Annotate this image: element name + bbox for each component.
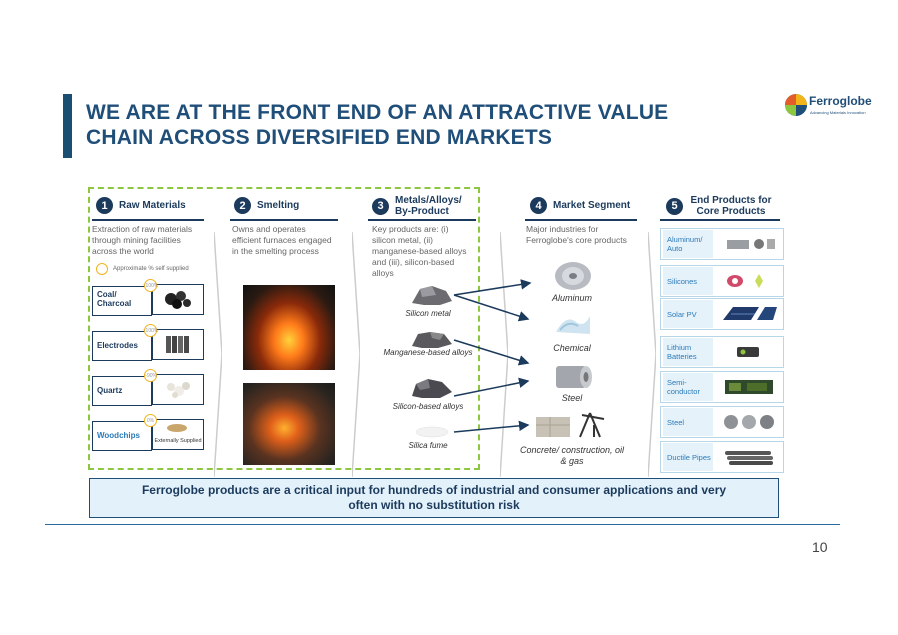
chevron-divider-icon (648, 232, 656, 477)
footer-divider (45, 524, 840, 525)
pct-badge: ~90% (144, 369, 157, 382)
flow-arrows (453, 279, 532, 433)
pct-badge: 0% (144, 414, 157, 427)
ferroglobe-logo: Ferroglobe Advancing Materials Innovatio… (784, 91, 884, 121)
column-description: Extraction of raw materials through mini… (92, 224, 193, 256)
chevron-divider-icon (352, 232, 360, 477)
raw-material-label: Quartz (97, 386, 123, 395)
logo-brand: Ferroglobe (809, 94, 872, 108)
column-header-1: 1 Raw Materials (96, 197, 186, 214)
auto-parts-image (727, 239, 775, 249)
step-number: 4 (530, 197, 547, 214)
step-number: 5 (666, 197, 683, 215)
segment-label: Steel (561, 393, 583, 403)
steel-coil-image (556, 366, 592, 388)
page-title: WE ARE AT THE FRONT END OF AN ATTRACTIVE… (86, 101, 669, 149)
end-product-row: Semi-conductor (660, 371, 784, 403)
coal-image (152, 284, 204, 315)
externally-supplied-note: Externally Supplied (154, 438, 202, 444)
end-product-row: Aluminum/ Auto (660, 228, 784, 260)
self-supplied-legend-icon (96, 263, 108, 275)
quartz-image (152, 374, 204, 405)
raw-material-label: Coal/ Charcoal (97, 290, 132, 308)
column-underline (230, 219, 338, 221)
ductile-pipes-image (725, 451, 773, 465)
logo-tagline: Advancing Materials Innovation (810, 110, 866, 115)
column-header-3: 3 Metals/Alloys/ By-Product (372, 195, 475, 217)
end-product-label: Aluminum/ Auto (663, 230, 713, 258)
end-product-label: Steel (663, 408, 713, 436)
pct-badge: ~100% (143, 279, 158, 292)
end-product-label: Solar PV (663, 300, 713, 328)
product-label: Manganese-based alloys (383, 348, 473, 357)
chemical-image (556, 316, 590, 334)
aluminum-coil-image (555, 262, 591, 290)
solar-panel-image (723, 307, 777, 320)
column-header-5: 5 End Products for Core Products (666, 195, 773, 217)
furnace-image (243, 285, 335, 370)
silica-fume-image (415, 426, 449, 438)
manganese-alloys-image (412, 332, 452, 348)
electrodes-image (152, 329, 204, 360)
semiconductor-image (725, 380, 773, 394)
column-description: Key products are: (i) silicon metal, (ii… (372, 224, 467, 278)
raw-material-woodchips: Woodchips (92, 421, 152, 451)
column-header-2: 2 Smelting (234, 197, 299, 214)
column-description: Major industries for Ferroglobe's core p… (526, 224, 627, 245)
end-product-row: Solar PV (660, 298, 784, 330)
chevron-divider-icon (214, 232, 222, 477)
end-product-row: Ductile Pipes (660, 441, 784, 473)
column-description: Owns and operates efficient furnaces eng… (232, 224, 332, 256)
end-product-row: Steel (660, 406, 784, 438)
step-number: 1 (96, 197, 113, 214)
silicones-image (727, 274, 763, 288)
lithium-battery-image (737, 347, 759, 357)
end-product-label: Ductile Pipes (663, 443, 713, 471)
segment-label: Concrete/ construction, oil & gas (519, 445, 625, 466)
product-label: Silicon-based alloys (392, 402, 464, 411)
silicon-alloys-image (412, 379, 452, 398)
raw-material-coal: Coal/ Charcoal (92, 286, 152, 316)
column-header-4: 4 Market Segment (530, 197, 630, 214)
step-number: 3 (372, 197, 389, 215)
column-label: Raw Materials (119, 200, 186, 211)
concrete-oil-image (536, 412, 605, 438)
segment-label: Chemical (553, 343, 591, 353)
steel-products-image (724, 415, 774, 429)
end-product-row: Lithium Batteries (660, 336, 784, 368)
column-underline (660, 219, 780, 221)
product-label: Silica fume (408, 441, 448, 450)
in-scope-dashed-box (88, 187, 480, 470)
woodchips-image: Externally Supplied (152, 419, 204, 450)
column-label: Smelting (257, 200, 300, 211)
pct-badge: ~100% (143, 324, 158, 337)
column-label: End Products for Core Products (690, 195, 772, 217)
raw-material-label: Woodchips (97, 431, 140, 440)
column-underline (368, 219, 476, 221)
chevron-divider-icon (500, 232, 508, 477)
globe-logo-icon (785, 94, 807, 116)
silicon-metal-image (412, 286, 452, 305)
raw-material-label: Electrodes (97, 341, 138, 350)
step-number: 2 (234, 197, 251, 214)
end-product-label: Silicones (663, 267, 713, 295)
column-label: Metals/Alloys/ By-Product (395, 195, 462, 217)
end-product-row: Silicones (660, 265, 784, 297)
end-product-label: Semi-conductor (663, 373, 713, 401)
molten-metal-image (243, 383, 335, 465)
segment-label: Aluminum (551, 293, 592, 303)
raw-material-quartz: Quartz (92, 376, 152, 406)
column-label: Market Segment (553, 200, 631, 211)
column-underline (525, 219, 637, 221)
column-underline (92, 219, 204, 221)
self-supplied-legend: Approximate % self supplied (113, 266, 189, 272)
raw-material-electrodes: Electrodes (92, 331, 152, 361)
page-number: 10 (812, 539, 828, 555)
end-product-label: Lithium Batteries (663, 338, 713, 366)
key-message-callout: Ferroglobe products are a critical input… (89, 478, 779, 518)
title-accent-bar (63, 94, 72, 158)
product-label: Silicon metal (405, 309, 451, 318)
